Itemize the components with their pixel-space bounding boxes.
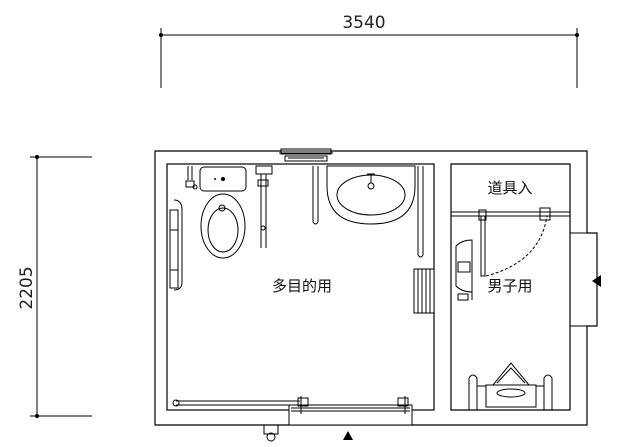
sink-grab-bars [312, 166, 424, 258]
entrance-arrow-right [592, 275, 601, 287]
entrance-arrow-bottom [343, 431, 353, 440]
sliding-door [263, 396, 413, 442]
room-label-multipurpose: 多目的用 [272, 277, 332, 295]
room-label-mens: 男子用 [487, 277, 532, 295]
flush-device [255, 165, 273, 248]
fold-shelf [413, 268, 435, 314]
handrail-left [169, 199, 183, 291]
sink [326, 165, 416, 225]
vent-window [279, 148, 333, 162]
wall-device-right [455, 239, 473, 301]
height-dimension-label: 2205 [17, 266, 37, 309]
room-label-storage: 道具入 [487, 179, 532, 197]
width-dimension-label: 3540 [342, 13, 385, 33]
storage-partition [451, 207, 570, 277]
toilet [185, 166, 247, 259]
height-dimension: 2205 [17, 155, 92, 418]
width-dimension: 3540 [159, 13, 579, 88]
urinal [468, 362, 553, 410]
handrail-bottom [172, 399, 300, 407]
